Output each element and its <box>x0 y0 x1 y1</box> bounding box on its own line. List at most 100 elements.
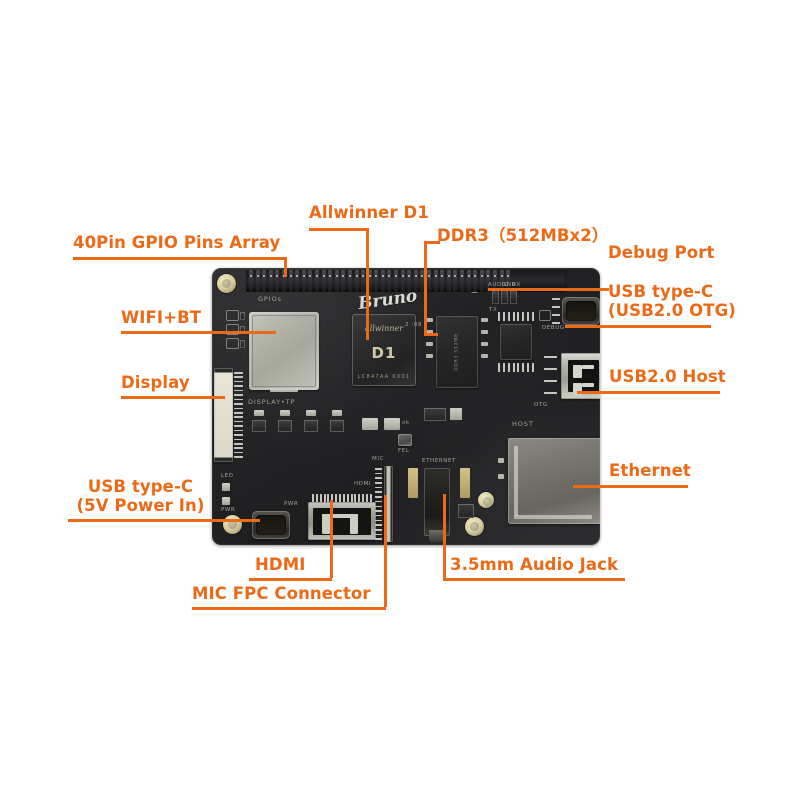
leader-allwinner-h <box>309 228 369 231</box>
usb-a-tongue-lower <box>573 383 582 395</box>
gpio-header-40pin[interactable] <box>246 270 567 292</box>
usb-a-tongue-lower2 <box>582 383 594 387</box>
leader-audiojack-h <box>443 578 625 581</box>
soc-vendor-mark: allwinner <box>364 324 404 333</box>
usb-c-otg-connector[interactable] <box>562 297 600 325</box>
ddr3-pad-6 <box>481 330 488 334</box>
pwr-led-indicator <box>222 497 230 505</box>
usb-a-tongue-upper2 <box>582 365 594 369</box>
leader-ddr3-h2 <box>424 333 438 336</box>
ddr3-pad-2 <box>426 330 433 334</box>
mic-fpc-pins <box>375 468 382 540</box>
mounting-hole-bottom-mid <box>478 492 494 508</box>
silk-hdmi: HDMI <box>354 481 372 487</box>
debug-uart-header[interactable] <box>492 290 517 304</box>
callout-usb-c-otg-line2: (USB2.0 OTG) <box>608 301 736 320</box>
usb-a-host-connector[interactable] <box>561 353 600 399</box>
leader-gpio-h <box>73 257 287 260</box>
crystal-1 <box>362 418 378 430</box>
pmic-pins-bottom <box>498 363 534 372</box>
rj45-band-left <box>514 446 518 516</box>
ddr3-pad-5 <box>481 318 488 322</box>
ddr3-pads-top <box>426 316 433 388</box>
ddr3-pad-8 <box>481 354 488 358</box>
silk-host: OTG <box>534 402 548 408</box>
leader-usbc-pwr-h <box>68 519 260 522</box>
silk-pwr-right: PWR <box>284 501 299 507</box>
mosfet-3 <box>304 420 318 432</box>
usb-c-otg-pads <box>552 298 560 324</box>
inductor-main <box>424 408 446 421</box>
silk-display-tp: DISPLAY•TP <box>248 398 296 406</box>
passive-left-1 <box>240 312 245 320</box>
soc-part-code: LC847AA K001 <box>357 374 411 380</box>
smd-cap-2 <box>280 410 290 416</box>
callout-usb-c-otg-line1: USB type-C <box>608 282 714 301</box>
silk-fel: FEL <box>398 448 410 454</box>
pmic-chip <box>500 324 532 360</box>
audio-jack-barrel <box>429 530 445 542</box>
leader-gpio-v <box>284 257 287 277</box>
leader-hdmi-h <box>249 578 332 581</box>
fel-button[interactable] <box>398 434 412 446</box>
mosfet-1 <box>252 420 266 432</box>
audio-ic <box>458 504 474 518</box>
silk-gpios: GPIOs <box>258 295 282 303</box>
smd-cap-1 <box>254 410 264 416</box>
silk-audio: ETHERNET <box>422 458 457 464</box>
leader-hdmi-v <box>330 500 333 578</box>
callout-ethernet: Ethernet <box>609 461 691 480</box>
callout-usb-c-power-line2: (5V Power In) <box>76 496 205 515</box>
leader-micfpc-v <box>384 495 387 607</box>
ethernet-rj45-connector[interactable] <box>508 438 600 524</box>
silk-mic: MIC <box>372 456 385 462</box>
ddr3-memory-chip: DDR3 512MB <box>436 316 478 388</box>
silk-box-left-3 <box>226 338 239 349</box>
led-indicator <box>222 483 230 491</box>
silk-led: LED <box>221 473 234 479</box>
mounting-hole-bottom-right <box>465 517 484 536</box>
silk-box-left-1 <box>226 310 239 321</box>
smd-cap-4 <box>332 410 342 416</box>
display-fpc-connector[interactable] <box>214 368 233 462</box>
wifi-bt-module <box>249 312 319 390</box>
leader-usb20host-h <box>577 391 720 394</box>
audio-cap-1 <box>408 468 418 498</box>
hdmi-tongue-1 <box>322 514 330 534</box>
ddr3-pad-4 <box>426 354 433 358</box>
rj45-band-bottom <box>514 515 592 519</box>
leader-micfpc-h <box>192 607 386 610</box>
callout-wifi-bt: WIFI+BT <box>121 308 202 327</box>
callout-gpio: 40Pin GPIO Pins Array <box>73 233 281 252</box>
leader-audiojack-v <box>443 494 446 579</box>
mounting-hole-top-left <box>217 274 236 293</box>
leader-usbc-otg-h <box>565 325 711 328</box>
silk-debug: TX <box>489 307 498 313</box>
smd-cap-5 <box>450 408 462 420</box>
ddr3-pad-3 <box>426 342 433 346</box>
ddr3-pad-7 <box>481 342 488 346</box>
audio-jack-35mm[interactable] <box>424 468 450 542</box>
sbc-board: GPIOs DISPLAY•TP allwinner D1 LC847AA K0… <box>212 268 600 545</box>
hdmi-connector[interactable] <box>308 502 376 540</box>
silk-otg: DEBUG <box>542 325 565 331</box>
callout-allwinner-d1: Allwinner D1 <box>309 203 429 222</box>
silk-ethernet: HOST <box>512 420 534 428</box>
leader-ethernet-h <box>573 485 688 488</box>
mic-fpc-connector[interactable] <box>384 466 393 542</box>
hdmi-tongue-2 <box>350 514 358 534</box>
passive-left-2 <box>240 326 245 334</box>
usb-a-pads <box>544 356 557 394</box>
passive-left-3 <box>240 340 245 348</box>
mosfet-2 <box>278 420 292 432</box>
leader-display-h <box>121 396 225 399</box>
callout-usb20-host: USB2.0 Host <box>609 367 726 386</box>
usb-c-power-connector[interactable] <box>252 511 290 539</box>
hdmi-tongue-bar <box>322 514 358 518</box>
callout-display: Display <box>121 373 190 392</box>
silk-mark-2: 2 :08 <box>405 322 423 328</box>
display-fpc-pins <box>234 372 243 458</box>
leader-ddr3-v <box>424 241 427 336</box>
ddr3-marking: DDR3 512MB <box>454 333 460 371</box>
mounting-hole-bottom-left <box>223 515 242 534</box>
